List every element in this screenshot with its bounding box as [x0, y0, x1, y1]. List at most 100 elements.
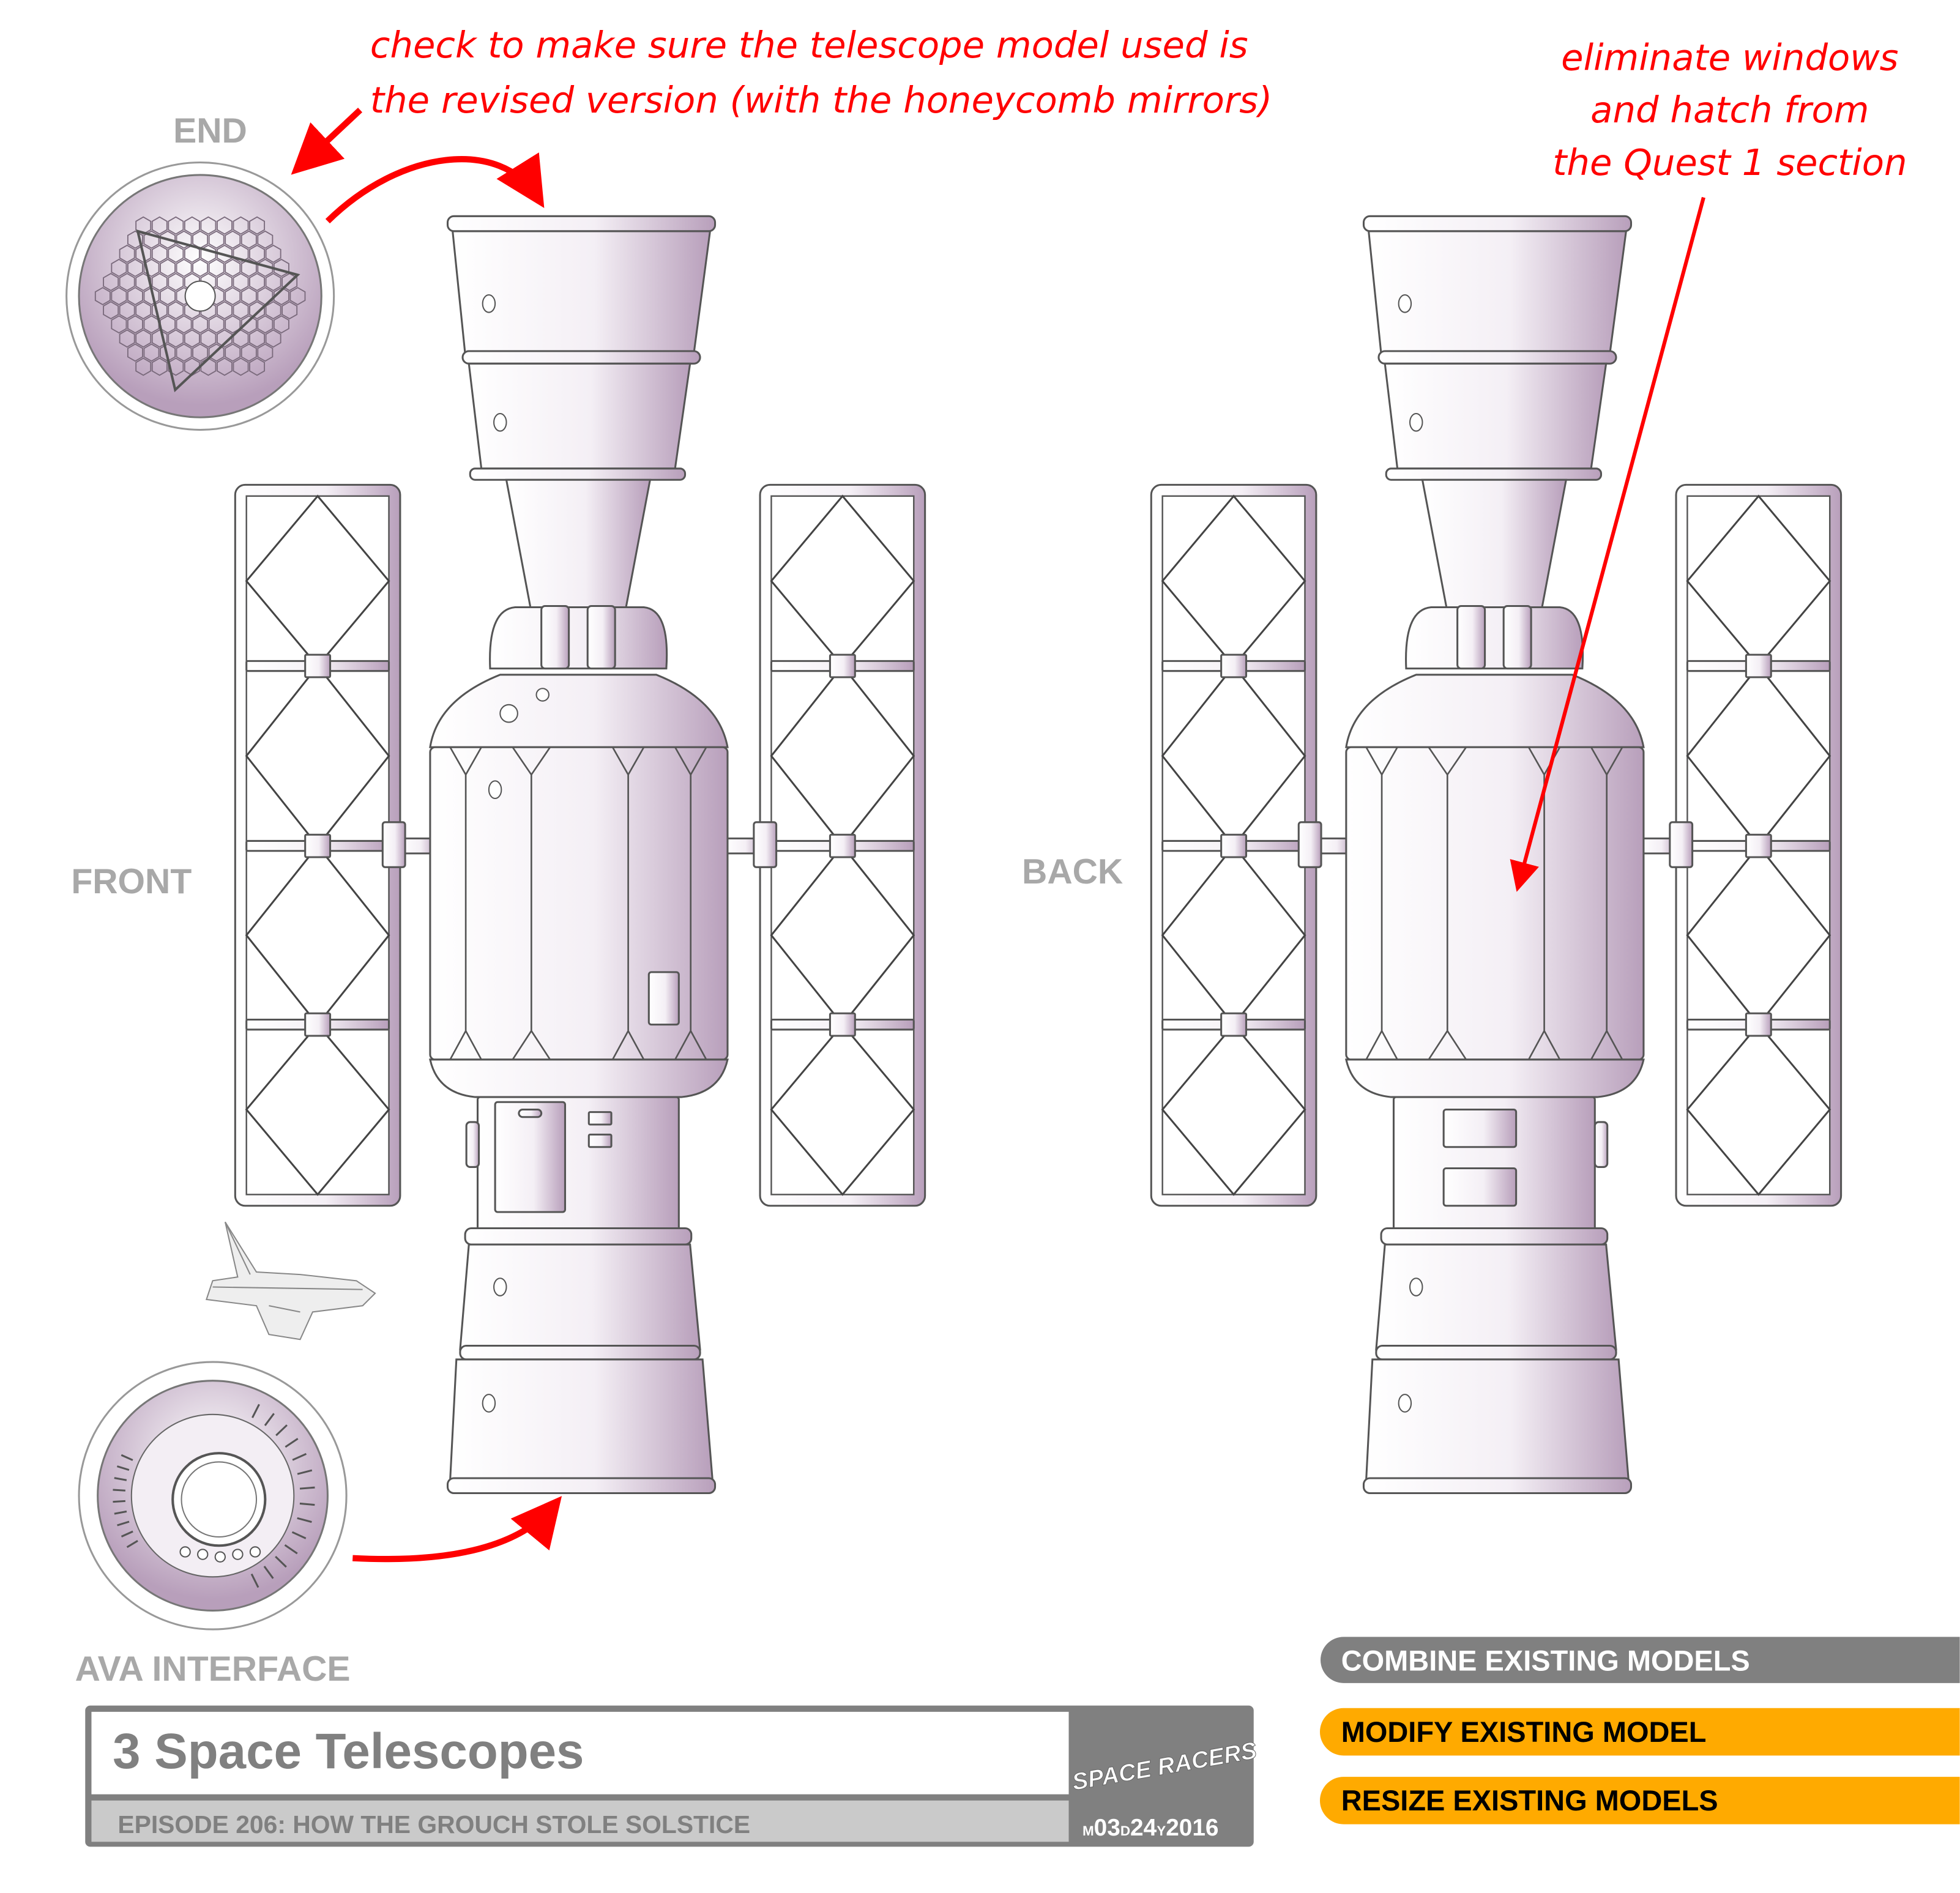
mirror-segment	[127, 287, 143, 305]
mirror-segment	[273, 287, 289, 305]
panel-node	[829, 653, 856, 679]
mirror-segment	[119, 301, 135, 320]
vent-slot	[292, 1452, 307, 1461]
mirror-segment	[135, 301, 152, 320]
mirror-segment	[127, 343, 143, 362]
mirror-segment	[135, 357, 152, 376]
mirror-segment	[176, 258, 192, 277]
mirror-segment	[135, 329, 152, 348]
airlock-hatch	[494, 1101, 567, 1213]
clamp-ring	[489, 606, 668, 670]
vent-slot	[264, 1413, 275, 1426]
module-dome	[429, 674, 729, 748]
port-hole	[482, 1394, 496, 1413]
mirror-segment	[289, 287, 306, 305]
mirror-segment	[216, 244, 233, 263]
mirror-segment	[119, 272, 135, 291]
module-body	[1345, 746, 1645, 1061]
window	[488, 780, 502, 800]
mirror-segment	[151, 329, 168, 348]
mirror-segment	[240, 343, 257, 362]
quest-note-line-3: the Quest 1 section	[1552, 141, 1907, 184]
module-body	[429, 746, 729, 1061]
arm-clamp-left	[381, 821, 406, 868]
arrow-ava-to-bottom	[352, 1496, 562, 1563]
telescope	[234, 215, 926, 1495]
mirror-segment	[143, 343, 160, 362]
back-label: BACK	[1022, 852, 1123, 891]
mirror-segment	[265, 329, 281, 348]
mirror-segment	[257, 343, 274, 362]
vent-slot	[121, 1454, 133, 1461]
mirror-segment	[127, 258, 143, 277]
tag-combine-existing-models	[1321, 1637, 1960, 1683]
clamp	[540, 604, 570, 670]
bottom-band	[459, 1344, 701, 1361]
top-band	[1377, 350, 1617, 365]
top-cone-rim	[1385, 467, 1603, 481]
vent-slot	[297, 1517, 312, 1523]
port	[179, 1546, 191, 1558]
mirror-segment	[135, 272, 152, 291]
mirror-segment	[208, 315, 225, 334]
mirror-segment	[225, 258, 241, 277]
shuttle-wireframe-icon	[205, 1221, 376, 1341]
mirror-segment	[160, 287, 176, 305]
module-rib	[611, 746, 645, 1060]
mirror-segment	[216, 357, 233, 376]
mirror-segment	[225, 315, 241, 334]
mirror-segment	[151, 272, 168, 291]
arrow-to-end-view	[291, 107, 363, 175]
end-label: END	[173, 111, 247, 151]
mirror-segment	[184, 329, 200, 348]
mirror-segment	[208, 230, 225, 249]
mirror-segment	[151, 244, 168, 263]
mirror-segment	[176, 315, 192, 334]
mirror-segment	[103, 301, 119, 320]
vent-slot	[291, 1531, 307, 1539]
window	[535, 688, 550, 702]
quest-note-line-2: and hatch from	[1590, 89, 1869, 131]
solar-panel-left	[234, 483, 401, 1207]
vent-slot	[285, 1438, 299, 1448]
mirror-segment	[216, 272, 233, 291]
panel-node	[304, 1012, 332, 1037]
mirror-segment	[233, 244, 249, 263]
vent-slot	[284, 1544, 298, 1555]
top-cone-upper	[451, 230, 712, 355]
neck	[505, 478, 652, 614]
mirror-segment	[143, 287, 160, 305]
date-stamp: M03D24Y2016	[1082, 1815, 1219, 1841]
mirror-segment	[249, 244, 266, 263]
top-rim	[446, 215, 717, 232]
port-hole	[482, 294, 496, 313]
module-rib	[449, 746, 482, 1060]
bottom-band	[1375, 1344, 1617, 1361]
annotation-arrows	[291, 107, 1705, 1563]
bottom-rim	[464, 1227, 693, 1246]
panel-node	[1220, 653, 1248, 679]
mirror-segment	[119, 244, 135, 263]
quest-note-line-1: eliminate windows	[1561, 36, 1898, 78]
mirror-segment	[192, 258, 209, 277]
port	[214, 1551, 226, 1563]
module-rib	[1590, 746, 1623, 1060]
top-cone-upper	[1367, 230, 1628, 355]
bottom-base-rim	[446, 1477, 717, 1495]
mirror-segment	[233, 357, 249, 376]
vent-slot	[114, 1477, 127, 1481]
mirror-segment	[160, 258, 176, 277]
top-band	[461, 350, 701, 365]
title-block: 3 Space Telescopes EPISODE 206: HOW THE …	[85, 1705, 1259, 1847]
vent-slot	[275, 1424, 288, 1437]
lattice-diamond	[770, 1023, 915, 1196]
mirror-segment	[265, 272, 281, 291]
mirror-segment	[160, 315, 176, 334]
module-dome	[1345, 674, 1645, 748]
side-handle	[465, 1121, 480, 1168]
mirror-segment	[111, 258, 127, 277]
vent-slot	[299, 1502, 315, 1506]
status-tags: COMBINE EXISTING MODELS MODIFY EXISTING …	[1319, 1637, 1960, 1824]
vent-slot	[114, 1510, 127, 1515]
